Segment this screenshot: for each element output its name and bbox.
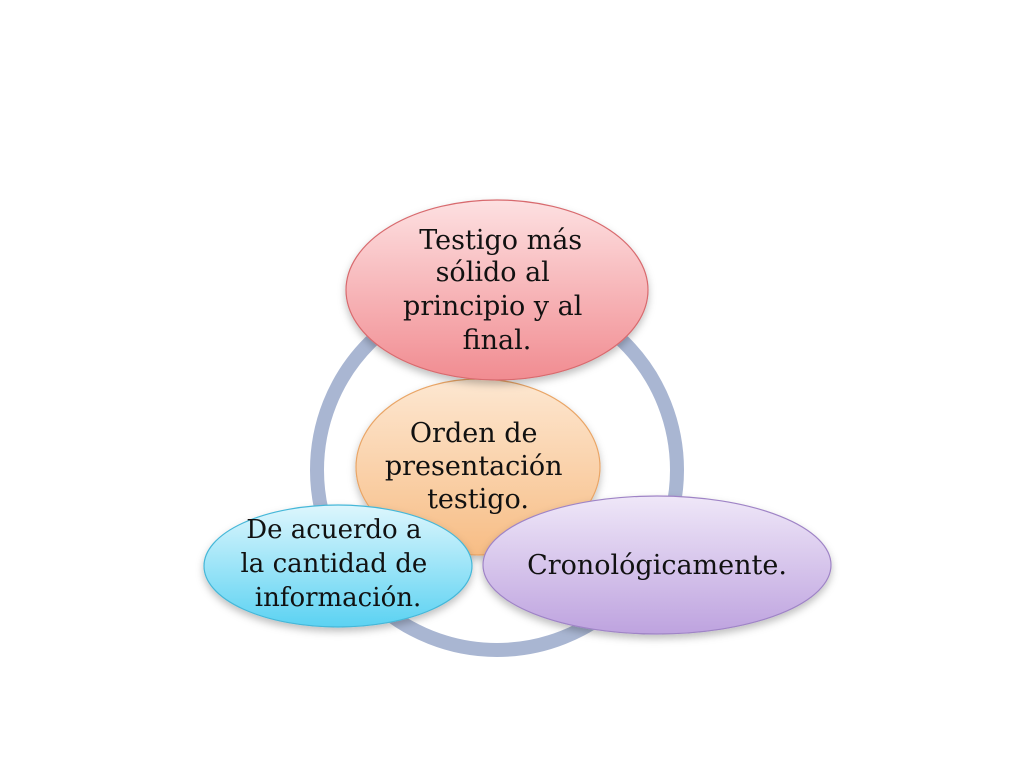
center-node-line: Orden de [410,418,538,449]
svg-text:De acuerdo a la cantidad: De acuerdo a la cantidad de información. [240,515,435,613]
left-node-shape [203,504,473,628]
right-node-line: Cronológicamente. [527,550,787,581]
left-node-line: la cantidad de [240,549,427,579]
center-node: Orden de presentación testigo. [355,378,601,556]
svg-text:Testigo más sólido al: Testigo más sólido al principio y al fin… [403,225,591,356]
top-node-line: sólido al [436,257,550,288]
svg-text:Orden de presentación: Orden de presentación testigo. [385,418,571,515]
left-node-line: información. [255,583,421,613]
center-node-line: presentación [385,451,563,482]
center-node-line: testigo. [427,484,529,515]
top-node-line: principio y al [403,291,582,322]
right-node: Cronológicamente. [482,495,832,635]
top-node: Testigo más sólido al principio y al fin… [345,199,649,381]
right-node-shape [482,495,832,635]
top-node-shape [345,199,649,381]
svg-text:Cronológicamente.: Cronológicamente. [527,550,787,581]
left-node: De acuerdo a la cantidad de información. [203,504,473,628]
left-node-line: De acuerdo a [246,515,421,545]
top-node-line: final. [463,325,532,356]
top-node-line: Testigo más [419,225,582,256]
